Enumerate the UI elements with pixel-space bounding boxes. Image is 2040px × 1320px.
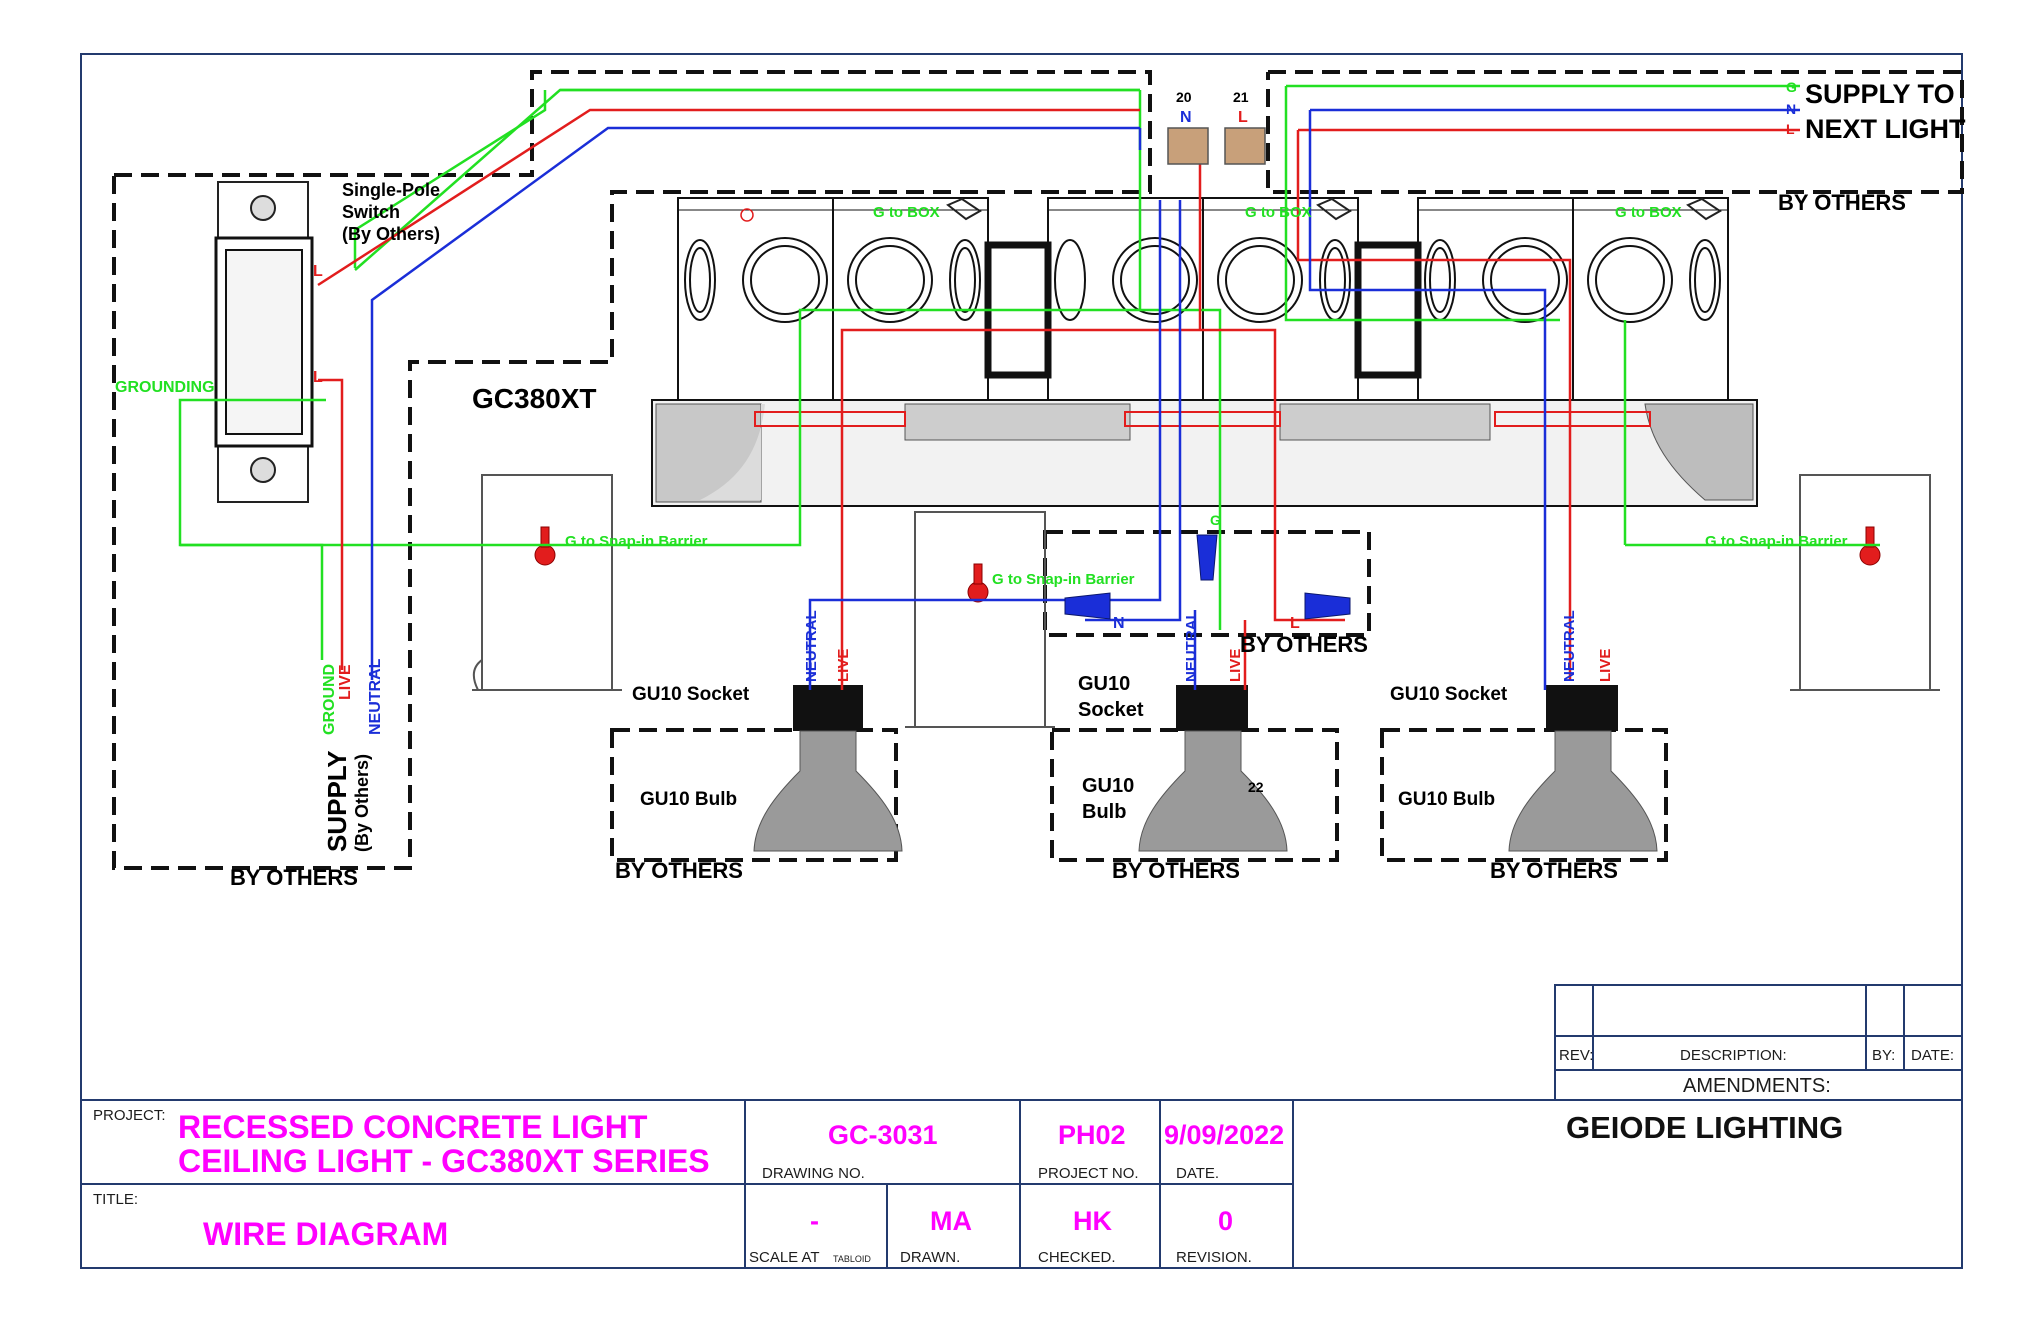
connector-n-label: N	[1180, 109, 1192, 126]
title-block-lines	[81, 984, 1963, 1268]
wire-label-ground: GROUND	[321, 664, 338, 735]
lamp-assemblies	[753, 685, 1658, 852]
g-to-box-2: G to BOX	[1245, 204, 1312, 221]
junction-g-label: G	[1210, 512, 1221, 528]
amend-rev-header: REV:	[1559, 1047, 1593, 1064]
project-no-caption: PROJECT NO.	[1038, 1165, 1139, 1182]
drawn-caption: DRAWN.	[900, 1249, 960, 1266]
junction-l-label: L	[1290, 615, 1300, 632]
drawing-no-caption: DRAWING NO.	[762, 1165, 865, 1182]
lamp-neutral-right: NEUTRAL	[1561, 610, 1578, 682]
wago-connector-icon	[1167, 127, 1266, 165]
socket-label-mid-1: GU10	[1078, 673, 1130, 695]
wire-label-live: LIVE	[337, 664, 354, 700]
project-no-value: PH02	[1058, 1120, 1126, 1150]
amendments-title: AMENDMENTS:	[1683, 1075, 1831, 1097]
lamp-live-left: LIVE	[835, 649, 852, 682]
lamp-live-mid: LIVE	[1227, 649, 1244, 682]
bulb-label-left: GU10 Bulb	[640, 789, 737, 810]
supply-right-l: L	[1786, 121, 1795, 137]
project-line2: CEILING LIGHT - GC380XT SERIES	[178, 1143, 710, 1179]
wire-label-neutral: NEUTRAL	[367, 658, 384, 735]
drawn-value: MA	[930, 1206, 972, 1236]
drawing-no-value: GC-3031	[828, 1120, 938, 1150]
date-caption: DATE.	[1176, 1165, 1219, 1182]
switch-label-line3: (By Others)	[342, 224, 440, 244]
switch-label-line1: Single-Pole	[342, 180, 440, 200]
title-value: WIRE DIAGRAM	[203, 1216, 448, 1252]
amend-date-header: DATE:	[1911, 1047, 1954, 1064]
amend-by-header: BY:	[1872, 1047, 1895, 1064]
bulb-label-mid-2: Bulb	[1082, 801, 1126, 823]
gu10-bulb-icon	[753, 730, 1658, 852]
date-value: 9/09/2022	[1164, 1120, 1284, 1150]
connector-l-label: L	[1238, 109, 1248, 126]
bulb-label-right: GU10 Bulb	[1398, 789, 1495, 810]
bulb-label-mid-1: GU10	[1082, 775, 1134, 797]
company-name: GEIODE LIGHTING	[1566, 1110, 1843, 1145]
by-others-lamp-right: BY OTHERS	[1490, 858, 1618, 883]
switch-terminal-live-top: L	[313, 263, 323, 280]
scale-paper: TABLOID	[833, 1254, 871, 1264]
revision-caption: REVISION.	[1176, 1249, 1252, 1266]
by-others-lamp-left: BY OTHERS	[615, 858, 743, 883]
supply-right-line2: NEXT LIGHT	[1805, 114, 1966, 144]
grounding-label: GROUNDING	[115, 379, 215, 396]
lamp-live-right: LIVE	[1597, 649, 1614, 682]
title-caption: TITLE:	[93, 1191, 138, 1208]
project-caption: PROJECT:	[93, 1107, 166, 1124]
supply-left-title: SUPPLY	[322, 750, 352, 852]
gu10-socket-icon	[793, 685, 1618, 731]
switch-label-line2: Switch	[342, 202, 400, 222]
socket-label-left: GU10 Socket	[632, 684, 750, 705]
g-to-barrier-1: G to Snap-in Barrier	[565, 533, 708, 550]
g-to-barrier-2: G to Snap-in Barrier	[992, 571, 1135, 588]
g-to-box-3: G to BOX	[1615, 204, 1682, 221]
wire-nut-icon	[1064, 534, 1351, 620]
barrier-ground-screws	[534, 526, 1881, 603]
snap-in-barriers	[472, 474, 1940, 728]
lamp-neutral-left: NEUTRAL	[803, 610, 820, 682]
g-to-barrier-3: G to Snap-in Barrier	[1705, 533, 1848, 550]
supply-right-g: G	[1786, 79, 1797, 95]
checked-caption: CHECKED.	[1038, 1249, 1116, 1266]
by-others-junction: BY OTHERS	[1240, 632, 1368, 657]
connector-num-21: 21	[1233, 89, 1249, 105]
revision-value: 0	[1218, 1206, 1233, 1236]
g-to-box-1: G to BOX	[873, 204, 940, 221]
lamp-num-22: 22	[1248, 779, 1264, 795]
single-pole-switch-icon	[214, 181, 314, 503]
amend-description-header: DESCRIPTION:	[1680, 1047, 1787, 1064]
lamp-neutral-mid: NEUTRAL	[1183, 610, 1200, 682]
checked-value: HK	[1073, 1206, 1112, 1236]
supply-right-n: N	[1786, 101, 1796, 117]
by-others-supply: BY OTHERS	[230, 865, 358, 890]
socket-label-right: GU10 Socket	[1390, 684, 1508, 705]
fixture-housing	[651, 197, 1758, 507]
fixture-model-label: GC380XT	[472, 383, 597, 414]
scale-caption: SCALE AT	[749, 1249, 820, 1266]
switch-terminal-live-bottom: L	[313, 369, 323, 386]
connector-num-20: 20	[1176, 89, 1192, 105]
wires	[178, 84, 1880, 690]
socket-label-mid-2: Socket	[1078, 699, 1144, 721]
by-others-lamp-mid: BY OTHERS	[1112, 858, 1240, 883]
supply-right-line1: SUPPLY TO	[1805, 79, 1955, 109]
drawing-frame	[80, 53, 1963, 1269]
project-line1: RECESSED CONCRETE LIGHT	[178, 1109, 648, 1145]
scale-value: -	[810, 1206, 819, 1236]
by-others-next-light: BY OTHERS	[1778, 190, 1906, 215]
supply-left-subtitle: (By Others)	[352, 754, 372, 852]
junction-n-label: N	[1113, 615, 1125, 632]
